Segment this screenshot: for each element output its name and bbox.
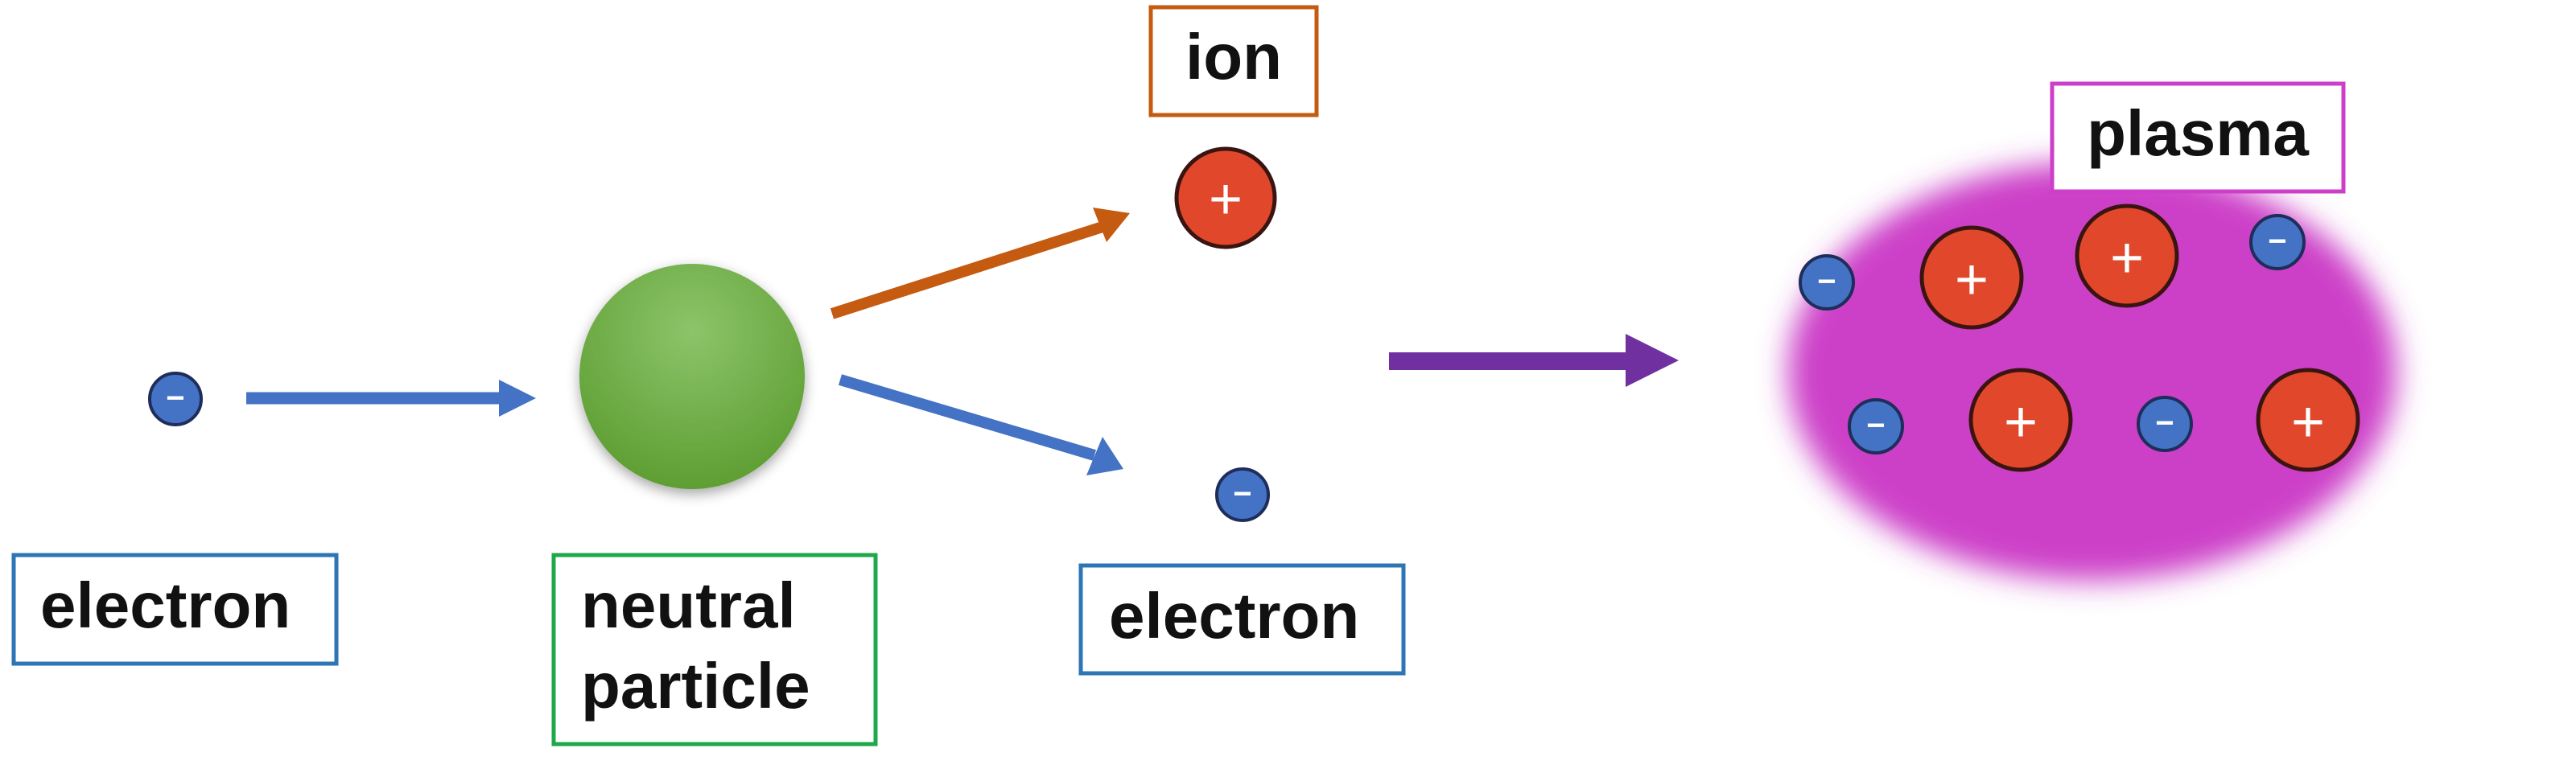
outgoing-electron-icon: − — [1215, 467, 1270, 522]
plasma-label: plasma — [2087, 97, 2309, 169]
electron-sign: − — [1817, 264, 1836, 299]
ion-label-box: ion — [1148, 5, 1319, 117]
electron-sign: − — [1233, 476, 1251, 512]
ion-label: ion — [1185, 21, 1282, 93]
plasma-label-box: plasma — [2050, 81, 2346, 194]
ion-sign: + — [1209, 167, 1243, 232]
neutral-to-electron-arrow-icon — [839, 374, 1123, 475]
neutral-to-ion-arrow-icon — [830, 208, 1130, 319]
to-plasma-arrow-icon — [1389, 334, 1679, 387]
neutral-particle-icon — [579, 264, 805, 489]
outgoing-electron-label-box: electron — [1078, 563, 1406, 676]
electron-to-neutral-arrow-icon — [246, 380, 536, 417]
plasma-ion-icon: + — [1919, 225, 2024, 330]
ion-sign: + — [1955, 248, 1989, 312]
ion-sign: + — [2004, 390, 2038, 454]
plasma-electron-icon: − — [2137, 396, 2193, 452]
electron-sign: − — [2155, 405, 2174, 441]
electron-sign: − — [166, 380, 184, 416]
ion-icon: + — [1174, 146, 1277, 249]
plasma-ion-icon: + — [2256, 368, 2360, 472]
plasma-electron-icon: − — [1799, 254, 1855, 311]
electron-label-box: electron — [11, 553, 339, 666]
plasma-ion-icon: + — [1968, 368, 2073, 472]
electron-label: electron — [40, 570, 291, 641]
outgoing-electron-label: electron — [1109, 580, 1359, 652]
ion-sign: + — [2291, 390, 2325, 454]
ion-sign: + — [2110, 226, 2144, 290]
electron-sign: − — [1866, 408, 1885, 443]
plasma-electron-icon: − — [1848, 398, 1904, 454]
neutral-particle-label-box: neutral particle — [551, 553, 878, 746]
incoming-electron-icon: − — [148, 372, 203, 426]
plasma-ion-icon: + — [2075, 204, 2179, 308]
neutral-label-line1: neutral — [581, 570, 796, 641]
plasma-electron-icon: − — [2249, 214, 2306, 270]
neutral-label-line2: particle — [581, 650, 810, 722]
electron-sign: − — [2268, 224, 2286, 259]
